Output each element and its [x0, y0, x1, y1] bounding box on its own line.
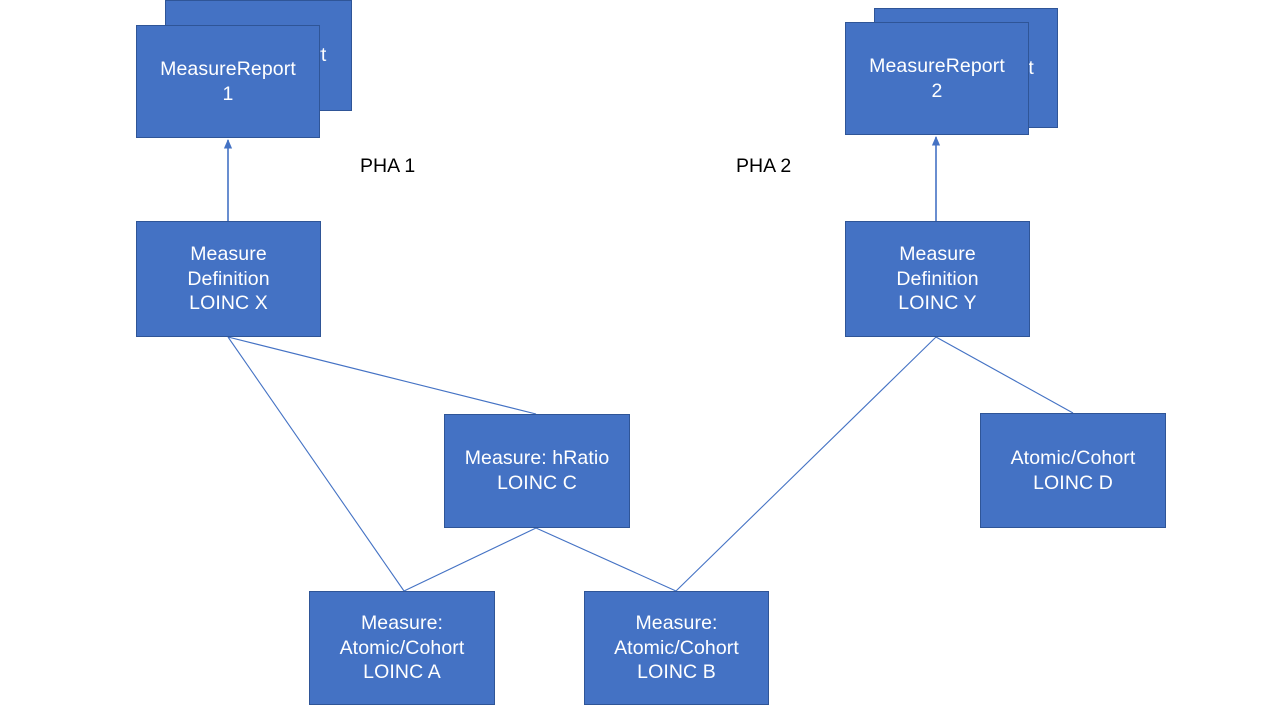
edge-mdy-to-loinc-b [675, 336, 937, 592]
edge-mdx-to-loinc-a [227, 336, 405, 592]
node-measure-definition-loinc-y[interactable]: Measure Definition LOINC Y [845, 221, 1030, 337]
node-label-measure-definition-loinc-x: Measure Definition LOINC X [187, 242, 270, 315]
node-measure-hratio-loinc-c[interactable]: Measure: hRatio LOINC C [444, 414, 630, 528]
label-pha1: PHA 1 [360, 155, 416, 177]
edge-mdx-to-hratio [227, 336, 537, 415]
edge-hratio-to-loinc-a [403, 527, 537, 592]
label-pha2: PHA 2 [736, 155, 792, 177]
edge-mdy-to-loinc-d [935, 336, 1074, 414]
node-measurereport-2-front[interactable]: MeasureReport 2 [845, 22, 1029, 135]
node-label-atomic-cohort-loinc-d: Atomic/Cohort LOINC D [1010, 446, 1136, 494]
edge-hratio-to-loinc-b [535, 527, 677, 592]
node-atomic-cohort-loinc-d[interactable]: Atomic/Cohort LOINC D [980, 413, 1166, 528]
node-measure-atomic-cohort-loinc-b[interactable]: Measure: Atomic/Cohort LOINC B [584, 591, 769, 705]
node-label-measure-atomic-cohort-loinc-b: Measure: Atomic/Cohort LOINC B [614, 611, 739, 684]
node-label-measure-hratio-loinc-c: Measure: hRatio LOINC C [464, 447, 610, 494]
node-measurereport-1-front[interactable]: MeasureReport 1 [136, 25, 320, 138]
node-label-measure-definition-loinc-y: Measure Definition LOINC Y [896, 242, 979, 315]
node-measure-definition-loinc-x[interactable]: Measure Definition LOINC X [136, 221, 321, 337]
node-label-measure-atomic-cohort-loinc-a: Measure: Atomic/Cohort LOINC A [339, 611, 465, 684]
node-label-measurereport-1-front: MeasureReport 1 [160, 57, 296, 105]
node-label-measurereport-2-front: MeasureReport 2 [869, 54, 1005, 102]
node-measure-atomic-cohort-loinc-a[interactable]: Measure: Atomic/Cohort LOINC A [309, 591, 495, 705]
